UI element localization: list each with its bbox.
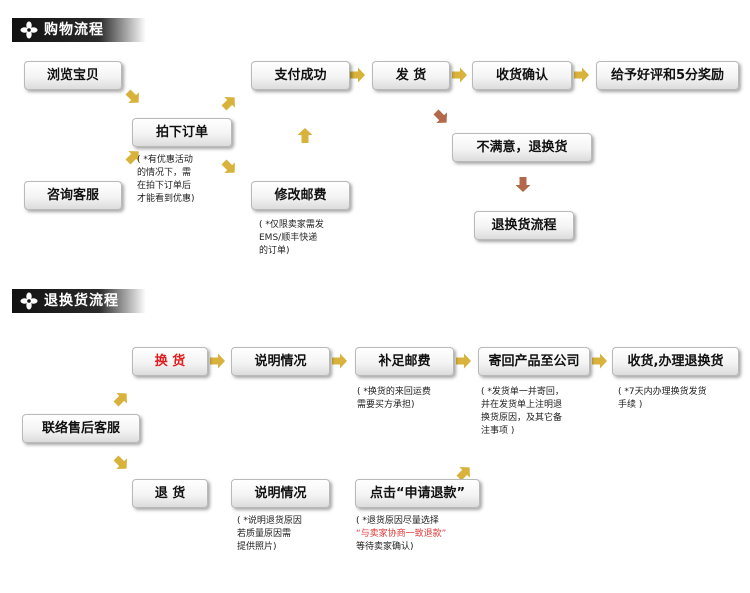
explain-refund-node: 说明情况 xyxy=(231,479,330,508)
arrow-icon xyxy=(452,67,467,83)
refund-node: 退 货 xyxy=(132,479,208,508)
after-sales-node: 联络售后客服 xyxy=(22,414,140,443)
arrow-icon xyxy=(456,353,471,369)
apply-refund-node: 点击“申请退款” xyxy=(355,479,480,508)
exchange-node: 换 货 xyxy=(132,347,208,376)
add-postage-note: ( *换货的来回运费 需要买方承担) xyxy=(357,387,431,410)
place-order-node: 拍下订单 xyxy=(132,118,232,147)
flower-icon xyxy=(20,21,38,39)
arrow-icon xyxy=(210,353,225,369)
section-title: 购物流程 xyxy=(44,22,104,38)
receive-process-node: 收货,办理退换货 xyxy=(612,347,739,376)
arrow-icon xyxy=(515,177,531,192)
apply-refund-note: ( *退货原因尽量选择 “与卖家协商一致退款” 等待卖家确认) xyxy=(356,516,447,552)
send-back-node: 寄回产品至公司 xyxy=(478,347,590,376)
section-title: 退换货流程 xyxy=(44,293,119,309)
order-discount-note: ( *有优惠活动 的情况下，需 在拍下订单后 才能看到优惠) xyxy=(137,155,195,204)
arrow-icon xyxy=(297,128,313,143)
browse-node: 浏览宝贝 xyxy=(24,61,122,90)
arrow-icon xyxy=(574,67,589,83)
arrow-icon xyxy=(332,353,347,369)
not-satisfied-node: 不满意，退换货 xyxy=(452,133,592,162)
consult-node: 咨询客服 xyxy=(24,181,122,210)
send-back-note: ( *发货单一并寄回， 并在发货单上注明退 换货原因，及其它备 注事项 ) xyxy=(481,387,564,436)
explain-exchange-node: 说明情况 xyxy=(231,347,330,376)
add-postage-node: 补足邮费 xyxy=(355,347,454,376)
modify-postage-node: 修改邮费 xyxy=(251,181,350,210)
arrow-icon xyxy=(592,353,607,369)
postage-note: ( *仅限卖家需发 EMS/顺丰快递 的订单) xyxy=(259,220,324,256)
confirm-receipt-node: 收货确认 xyxy=(472,61,572,90)
ship-node: 发 货 xyxy=(372,61,450,90)
payment-success-node: 支付成功 xyxy=(251,61,350,90)
arrow-icon xyxy=(218,92,240,114)
arrow-icon xyxy=(110,452,132,474)
section-header-returns: 退换货流程 xyxy=(12,289,146,313)
section-header-purchase: 购物流程 xyxy=(12,18,146,42)
arrow-icon xyxy=(350,67,365,83)
give-rating-node: 给予好评和5分奖励 xyxy=(596,61,739,90)
arrow-icon xyxy=(110,388,132,410)
flower-icon xyxy=(20,292,38,310)
arrow-icon xyxy=(122,86,144,108)
arrow-icon xyxy=(218,156,240,178)
return-process-node: 退换货流程 xyxy=(474,211,574,240)
receive-note: ( *7天内办理换货发货 手续 ) xyxy=(618,387,707,410)
refund-reason-note: ( *说明退货原因 若质量原因需 提供照片) xyxy=(237,516,302,552)
arrow-icon xyxy=(430,106,452,128)
